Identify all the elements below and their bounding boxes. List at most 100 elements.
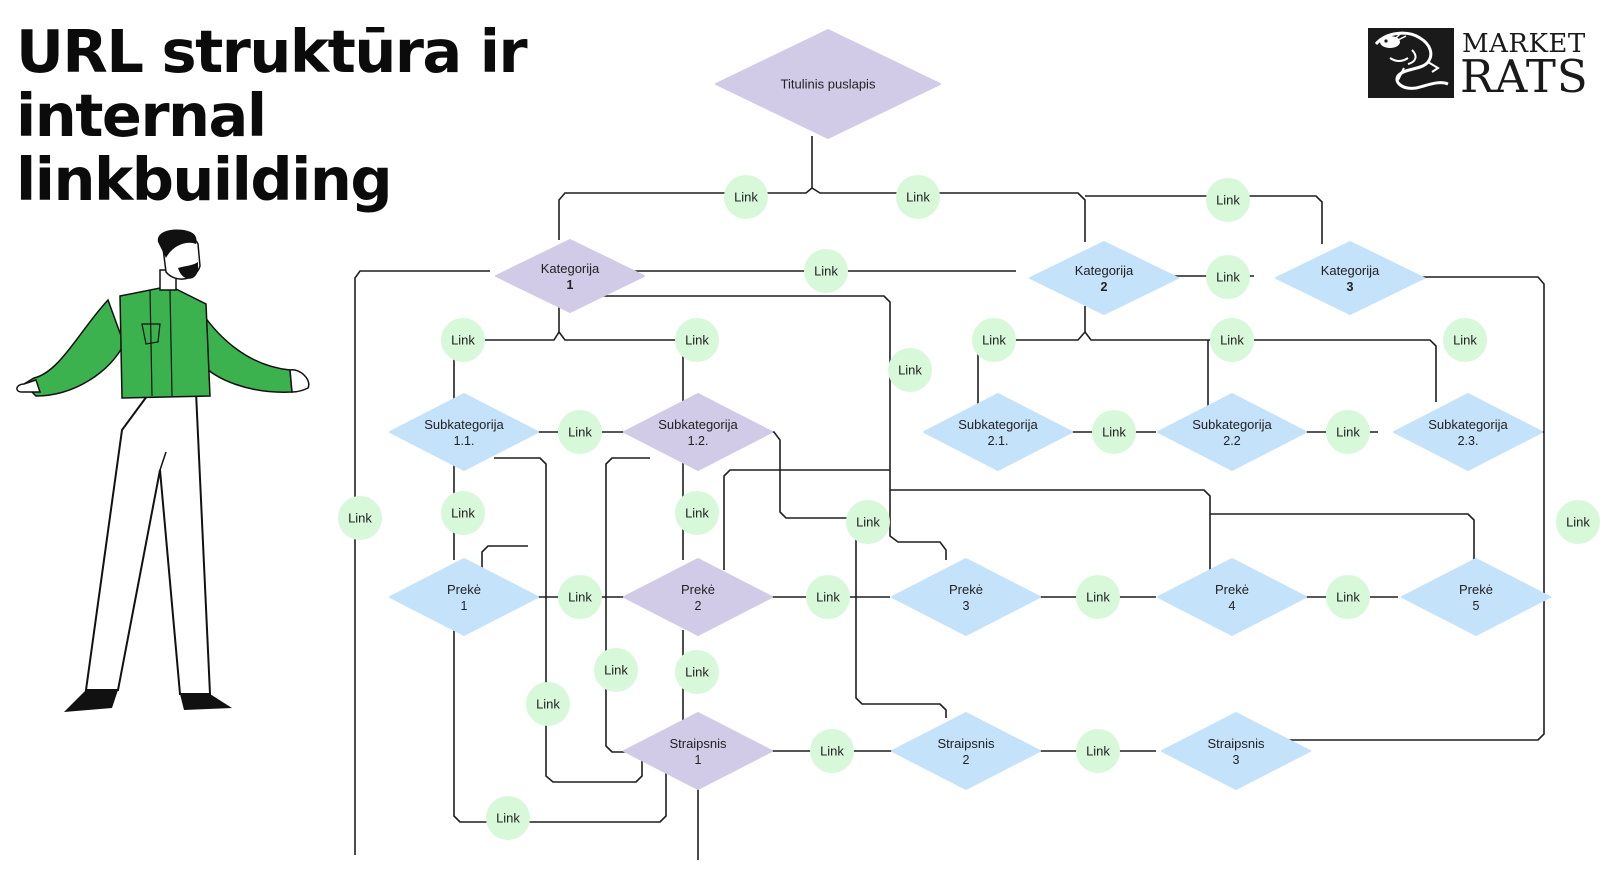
node-p4[interactable]: Prekė 4 [1157,558,1307,636]
link-node[interactable]: Link [338,496,382,540]
page-nodes: Titulinis puslapisKategorija1Kategorija2… [389,29,1551,790]
link-node[interactable]: Link [1206,255,1250,299]
node-shape [389,558,539,636]
node-number: 2 [695,599,702,613]
node-number: 3 [963,599,970,613]
node-label: Prekė [1215,582,1249,597]
node-label: Subkategorija [424,417,504,432]
node-label: Prekė [949,582,983,597]
link-node[interactable]: Link [1326,410,1370,454]
link-circle [675,491,719,535]
link-node[interactable]: Link [441,318,485,362]
connector-line [558,136,813,240]
link-label: Link [898,363,922,378]
node-label: Straipsnis [669,736,727,751]
link-node[interactable]: Link [1206,178,1250,222]
link-node[interactable]: Link [675,650,719,694]
link-node[interactable]: Link [558,410,602,454]
link-node[interactable]: Link [1076,729,1120,773]
node-number: 3 [1347,280,1354,294]
link-node[interactable]: Link [806,575,850,619]
link-node[interactable]: Link [1326,575,1370,619]
link-node[interactable]: Link [896,175,940,219]
node-label: Kategorija [1321,263,1380,278]
node-label: Kategorija [1075,263,1134,278]
link-label: Link [451,506,475,521]
link-circle [558,410,602,454]
link-node[interactable]: Link [1443,318,1487,362]
page-title: URL struktūra ir internal linkbuilding [16,20,536,212]
link-circle [810,729,854,773]
node-number: 5 [1473,599,1480,613]
link-node[interactable]: Link [558,575,602,619]
link-node[interactable]: Link [594,648,638,692]
logo-word-market: MARKET [1462,29,1586,59]
link-circle [1326,410,1370,454]
link-node[interactable]: Link [1076,575,1120,619]
link-node[interactable]: Link [1556,500,1600,544]
node-number: 2.2 [1223,434,1240,448]
node-p3[interactable]: Prekė 3 [891,558,1041,636]
link-node[interactable]: Link [675,318,719,362]
link-label: Link [496,811,520,826]
node-number: 2.3. [1458,434,1479,448]
link-node[interactable]: Link [441,491,485,535]
link-node[interactable]: Link [804,249,848,293]
link-circle [1076,575,1120,619]
link-node[interactable]: Link [1210,318,1254,362]
link-circle [526,682,570,726]
link-circle [675,318,719,362]
link-circle [888,348,932,392]
link-label: Link [1102,425,1126,440]
link-node[interactable]: Link [724,175,768,219]
node-home[interactable]: Titulinis puslapis [715,29,941,139]
connector-line [481,545,528,574]
connector-line [354,270,490,855]
person-illustration [16,229,310,712]
connector-line [890,489,1211,570]
link-node[interactable]: Link [888,348,932,392]
link-node[interactable]: Link [810,729,854,773]
link-circle [1556,500,1600,544]
link-node[interactable]: Link [1092,410,1136,454]
node-shape [715,29,941,139]
node-sub23[interactable]: Subkategorija 2.3. [1393,393,1543,471]
node-number: 4 [1229,599,1236,613]
node-label: Kategorija [541,261,600,276]
node-shape [1401,558,1551,636]
market-rats-logo: MARKET RATS [1368,24,1590,100]
node-shape [1029,241,1179,315]
link-node[interactable]: Link [972,318,1016,362]
node-label: Subkategorija [1428,417,1508,432]
node-number: 1 [461,599,468,613]
node-kat3[interactable]: Kategorija 3 [1275,241,1425,315]
node-p5[interactable]: Prekė 5 [1401,558,1551,636]
link-circle [441,318,485,362]
connector-line [723,469,890,570]
link-circle [972,318,1016,362]
link-label: Link [685,506,709,521]
connector-line [1210,513,1475,570]
link-circle [1443,318,1487,362]
link-circle [724,175,768,219]
link-node[interactable]: Link [486,796,530,840]
node-label: Prekė [1459,582,1493,597]
link-node[interactable]: Link [526,682,570,726]
link-node[interactable]: Link [675,491,719,535]
link-label: Link [568,425,592,440]
link-label: Link [451,333,475,348]
link-node[interactable]: Link [846,500,890,544]
connector-line [558,331,684,406]
